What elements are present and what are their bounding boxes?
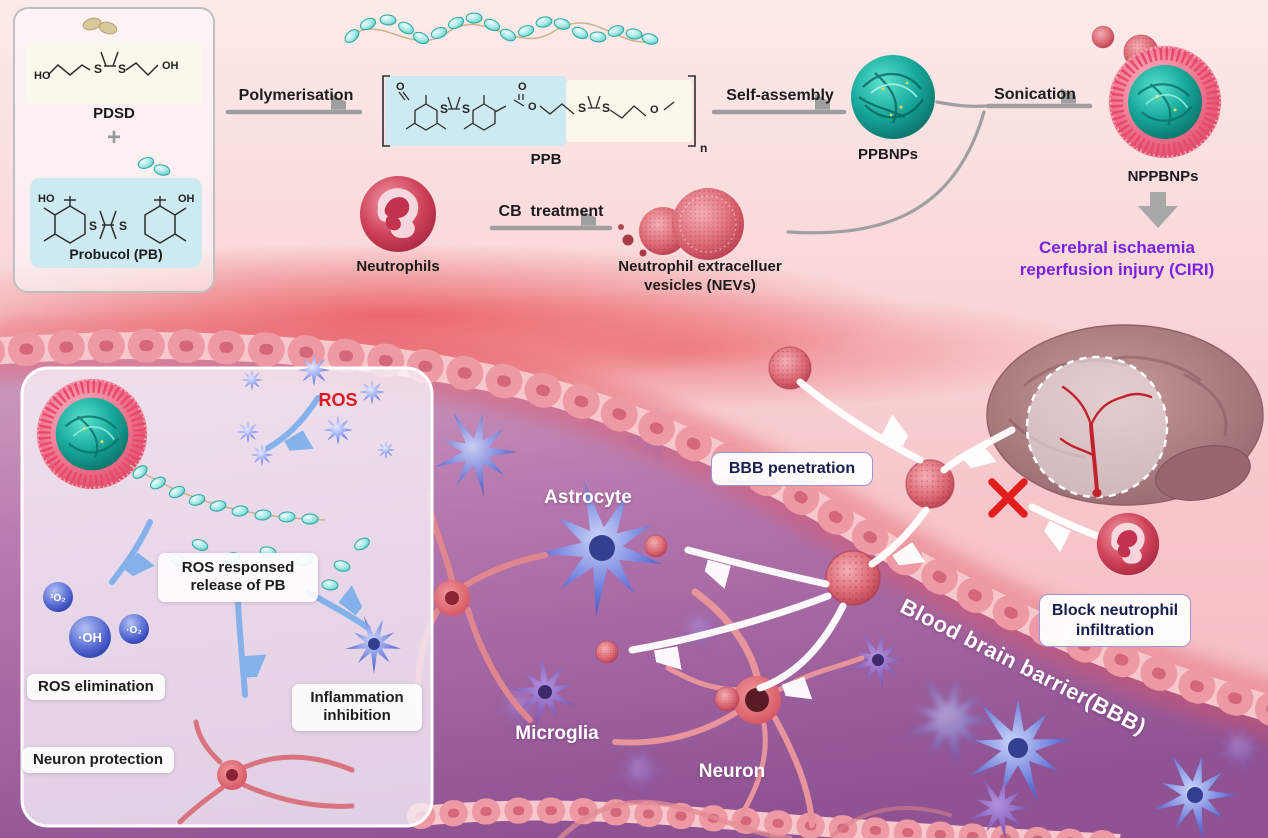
neuron-label: Neuron [698,761,766,782]
atom-s: S [578,101,586,115]
atom-o: O [528,101,537,113]
sonication-label: Sonication [994,86,1076,103]
block-neutrophil-badge: Block neutrophil infiltration [1039,594,1191,648]
atom-s: S [118,62,126,76]
atom-o: O [396,81,405,93]
ciri-line1: Cerebral ischaemia [1039,238,1195,257]
ros-species-spheres: ¹O₂ ·OH ·O₂ [43,582,149,658]
singlet-oxygen-text: ¹O₂ [50,593,66,604]
polymer-chain-beads [342,12,660,47]
released-pb-beads [129,462,372,592]
down-block-arrow [1138,192,1178,228]
atom-s: S [89,219,97,233]
atom-oh: OH [178,193,195,205]
microglia-label: Microglia [515,723,599,744]
atom-o: O [518,81,527,93]
ros-label: ROS [318,390,358,410]
ros-release-label: ROS responsed release of PB [158,553,318,602]
neuron-protection-label: Neuron protection [22,747,174,774]
nevs-label: Neutrophil extracelluer vesicles (NEVs) [595,257,805,295]
astrocyte-label: Astrocyte [544,487,632,508]
nppbnps-icon [1109,46,1221,158]
neutrophils-label: Neutrophils [356,258,440,275]
release-line1: ROS responsed [181,559,295,576]
polymerisation-label: Polymerisation [238,87,354,104]
scheme-arrows [225,102,1093,235]
astrocytes [435,413,1237,838]
atom-oh: OH [162,60,179,72]
atom-s: S [602,101,610,115]
bbb-penetration-badge: BBB penetration [711,452,873,486]
inflammation-line1: Inflammation [310,689,404,706]
reagent-box: HO S S OH HO OH S S [13,7,215,293]
atom-o: O [650,104,659,116]
brain-illustration [986,324,1264,506]
block-line2: infiltration [1075,621,1155,639]
nppbnps-label: NPPBNPs [1127,168,1199,185]
atom-s: S [462,102,470,116]
neutrophil-icon [360,176,436,252]
nppbnp-inset-icon [37,379,147,489]
release-line2: release of PB [190,577,286,595]
ros-elimination-label: ROS elimination [27,674,165,701]
pdsd-label: PDSD [93,105,135,122]
tan-beads-icon [82,17,118,35]
cb-treatment-label: CB treatment [498,203,604,220]
repeat-unit-n: n [700,141,707,155]
atom-s: S [94,62,102,76]
ppb-label: PPB [530,151,562,168]
hydroxyl-radical-text: ·OH [78,630,102,645]
block-x-icon [988,478,1028,518]
block-line1: Block neutrophil [1051,602,1179,619]
ppbnps-label: PPBNPs [857,146,919,163]
nevs-line2: vesicles (NEVs) [644,277,756,294]
ciri-line2: reperfusion injury (CIRI) [1019,260,1215,279]
inflammation-line2: inhibition [323,707,391,725]
nevs-line1: Neutrophil extracelluer [618,258,782,275]
ppbnps-icon [849,53,937,141]
self-assembly-label: Self-assembly [726,87,834,104]
superoxide-text: ·O₂ [126,625,142,636]
inflammation-cell-icon [342,613,406,678]
neutrophil-blocked-icon [1096,512,1160,576]
pdsd-structure: HO S S OH [34,51,179,82]
plus-sign: + [106,124,121,151]
atom-s: S [440,102,448,116]
nevs-icon [618,188,744,260]
protected-neuron-icon [177,719,355,825]
atom-ho: HO [38,193,55,205]
atom-s: S [119,219,127,233]
probucol-structure: HO OH S S [38,193,195,244]
inflammation-inhibition-label: Inflammation inhibition [292,684,422,731]
atom-ho: HO [34,70,51,82]
ppb-structure: O S S O O S S O n [382,75,707,155]
brain-vessels-icon [1059,385,1153,498]
small-particle-icon [1091,25,1115,49]
ciri-label: Cerebral ischaemia reperfusion injury (C… [982,237,1252,281]
probucol-label: Probucol (PB) [69,246,163,262]
microglia-cells [500,634,1031,838]
